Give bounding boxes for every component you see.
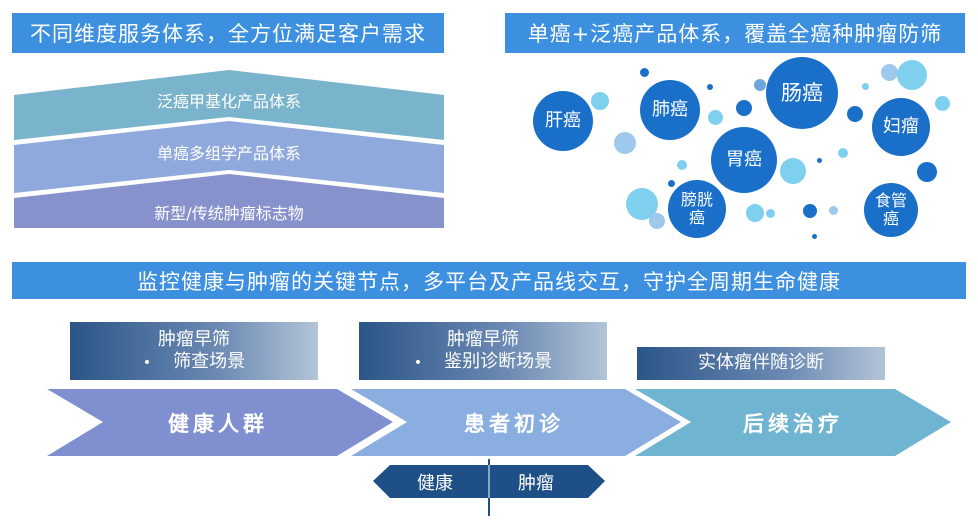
bubble-liver-cancer: 肝癌 [533, 91, 593, 151]
pyramid-layer-bottom [14, 174, 444, 228]
pyramid-label-single-cancer: 单癌多组学产品体系 [156, 144, 302, 163]
pyramid-layer-middle [14, 121, 444, 193]
stage-label-treatment: 后续治疗 [743, 412, 843, 436]
axis-label-healthy: 健康 [417, 473, 453, 494]
bubble-bladder-cancer: 膀胱癌 [668, 180, 726, 238]
stage-arrow-healthy [47, 389, 393, 456]
pyramid-layer-top [14, 70, 444, 140]
axis-label-tumor: 肿瘤 [518, 473, 554, 494]
bubble-esophageal-cancer: 食管癌 [864, 183, 918, 237]
stage-arrow-treatment [635, 389, 951, 456]
service-system-banner: 不同维度服务体系，全方位满足客户需求 [12, 13, 444, 53]
stage-arrow-diagnosis [351, 389, 681, 456]
stage-info-box-treatment: 实体瘤伴随诊断 [637, 347, 885, 380]
pyramid-label-pan-cancer: 泛癌甲基化产品体系 [156, 92, 302, 111]
stage-info-box-healthy: 肿瘤早筛 筛查场景 [70, 322, 318, 380]
stage-info-title: 实体瘤伴随诊断 [698, 352, 824, 374]
stage-info-scenario: 鉴别诊断场景 [359, 351, 607, 374]
pyramid-label-markers: 新型/传统肿瘤标志物 [154, 204, 304, 223]
stage-label-healthy: 健康人群 [168, 412, 268, 436]
lifecycle-banner: 监控健康与肿瘤的关键节点，多平台及产品线交互，守护全周期生命健康 [12, 262, 966, 299]
stage-info-title: 肿瘤早筛 [447, 328, 519, 350]
bubble-stomach-cancer: 胃癌 [711, 127, 777, 193]
stage-info-title: 肿瘤早筛 [158, 328, 230, 350]
product-system-banner: 单癌+泛癌产品体系，覆盖全癌种肿瘤防筛 [505, 13, 965, 53]
stage-info-box-diagnosis: 肿瘤早筛 鉴别诊断场景 [359, 322, 607, 380]
bubble-lung-cancer: 肺癌 [640, 80, 700, 140]
stage-label-diagnosis: 患者初诊 [464, 412, 564, 436]
stage-info-scenario: 筛查场景 [70, 351, 318, 374]
bubble-gynecologic-tumor: 妇瘤 [872, 98, 930, 156]
bubble-intestine-cancer: 肠癌 [766, 57, 838, 129]
